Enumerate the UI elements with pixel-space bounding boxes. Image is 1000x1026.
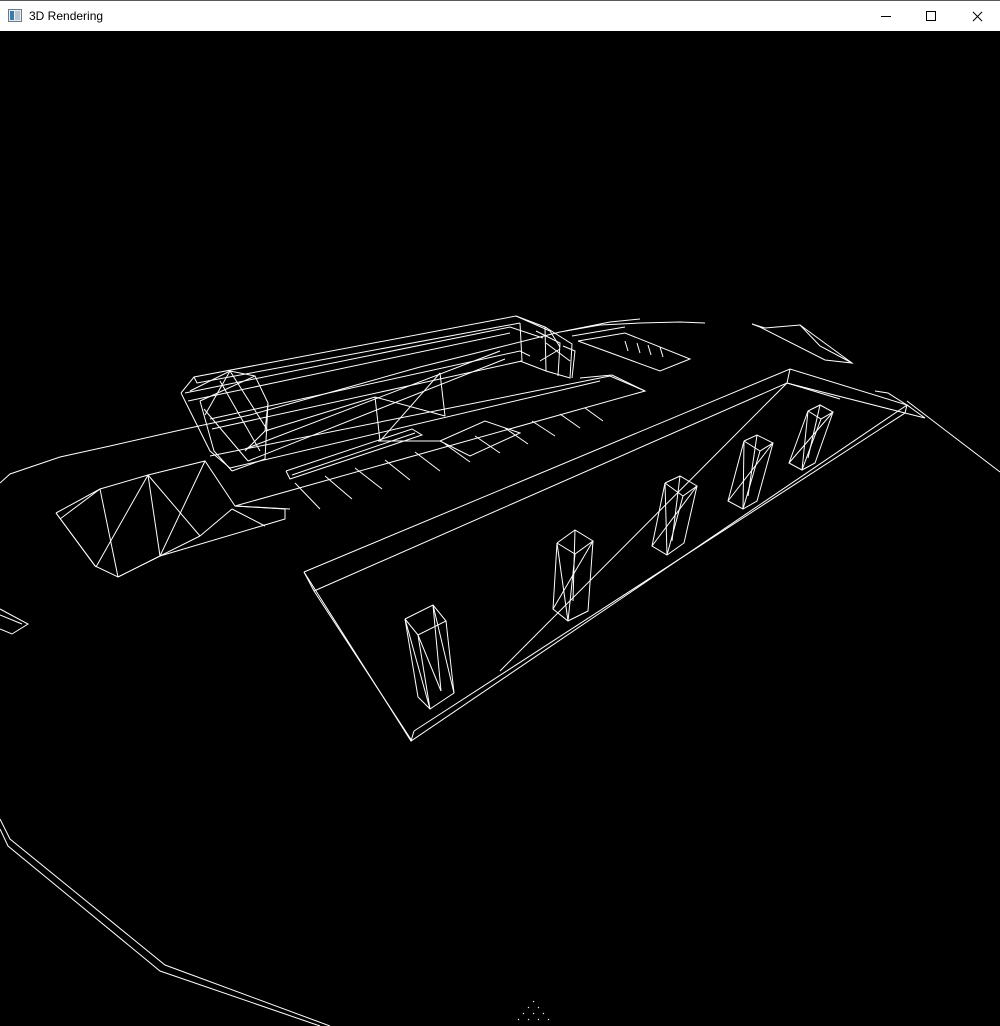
ground-plane-wireframe <box>0 321 1000 1026</box>
wireframe-scene <box>0 315 1000 1026</box>
app-window-icon <box>8 9 22 22</box>
render-viewport[interactable] <box>0 31 1000 1026</box>
building-wireframe <box>55 315 692 578</box>
pillar-1 <box>404 604 455 710</box>
title-bar[interactable]: 3D Rendering <box>0 0 1000 31</box>
pillar-2 <box>552 529 594 622</box>
platform-wireframe <box>303 368 926 742</box>
pillar-3 <box>651 475 698 556</box>
close-button[interactable] <box>954 1 1000 31</box>
window-title: 3D Rendering <box>29 9 104 23</box>
minimize-button[interactable] <box>863 1 909 31</box>
pillar-5 <box>788 404 835 471</box>
vertex-cluster <box>517 1000 550 1021</box>
maximize-button[interactable] <box>909 1 955 31</box>
pillar-4 <box>727 434 775 510</box>
